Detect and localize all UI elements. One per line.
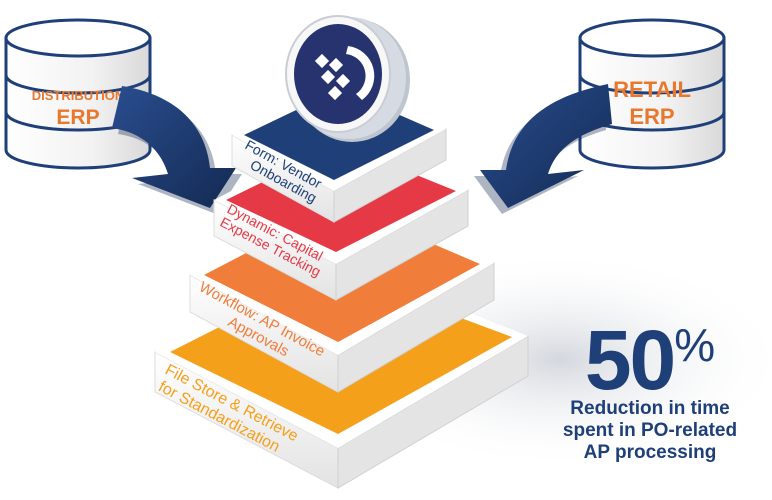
stat-number: 50 [584, 313, 676, 407]
distribution-erp-label: ERP [56, 106, 99, 129]
right-arrow [474, 84, 612, 214]
retail-erp-database: RETAIL ERP [578, 18, 726, 170]
retail-erp-label: ERP [629, 104, 674, 129]
logo-mark-icon [314, 46, 375, 101]
distribution-label: DISTRIBUTION [32, 88, 124, 103]
logo-coin [285, 15, 410, 142]
stat-caption: Reduction in time spent in PO-related AP… [562, 398, 738, 463]
distribution-erp-database: DISTRIBUTION ERP [4, 18, 152, 170]
left-arrow [112, 86, 242, 214]
stat-unit: % [674, 319, 716, 371]
retail-label: RETAIL [613, 77, 691, 102]
stat-callout: 50% Reduction in time spent in PO-relate… [530, 318, 770, 464]
